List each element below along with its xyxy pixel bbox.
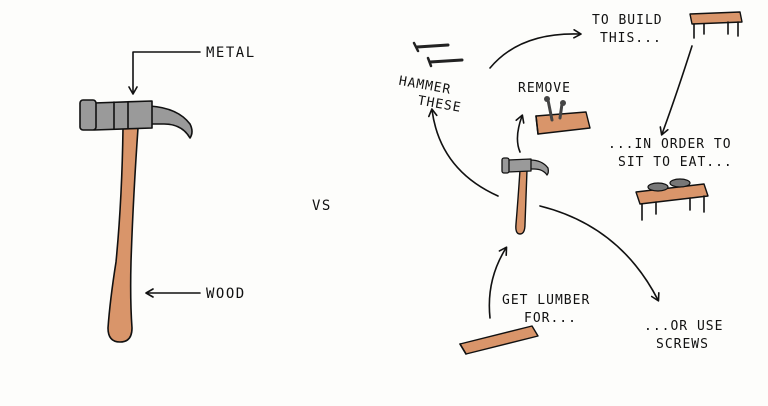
arrow-hammer-to-nails xyxy=(428,108,499,197)
build-label-line2: THIS... xyxy=(600,31,662,46)
remove-label: REMOVE xyxy=(518,81,571,96)
screws-label-line2: SCREWS xyxy=(656,337,709,352)
arrow-hammer-to-remove xyxy=(515,114,525,153)
screws-label-line1: ...OR USE xyxy=(644,319,723,334)
hammer-metal-head xyxy=(93,100,153,131)
hammer-striking-face xyxy=(79,99,97,131)
hammer-wood-handle xyxy=(107,127,139,343)
lumber-plank-icon xyxy=(459,325,539,355)
arrow-lumber-to-hammer xyxy=(488,246,508,319)
arrow-hammer-to-screws xyxy=(539,205,660,302)
hammer-these-label-line2: THESE xyxy=(416,93,462,115)
wood-label: WOOD xyxy=(206,286,246,302)
nailed-board-icon xyxy=(535,96,591,135)
table-icon xyxy=(689,11,743,39)
eat-label-line2: SIT TO EAT... xyxy=(618,155,733,170)
metal-label: METAL xyxy=(206,45,256,61)
eat-label-line1: ...IN ORDER TO xyxy=(608,137,732,152)
small-hammer-icon xyxy=(501,157,549,235)
arrow-table-to-eat xyxy=(659,45,693,136)
build-label-line1: TO BUILD xyxy=(592,13,663,28)
dining-table-icon xyxy=(635,178,709,221)
arrow-nails-to-build xyxy=(489,29,582,69)
lumber-label-line2: FOR... xyxy=(524,311,577,326)
metal-arrow xyxy=(128,51,201,95)
vs-label: VS xyxy=(312,198,332,214)
nails-icon xyxy=(412,41,464,68)
lumber-label-line1: GET LUMBER xyxy=(502,293,590,308)
hammer-claw xyxy=(149,105,193,139)
large-hammer-illustration xyxy=(79,99,193,343)
